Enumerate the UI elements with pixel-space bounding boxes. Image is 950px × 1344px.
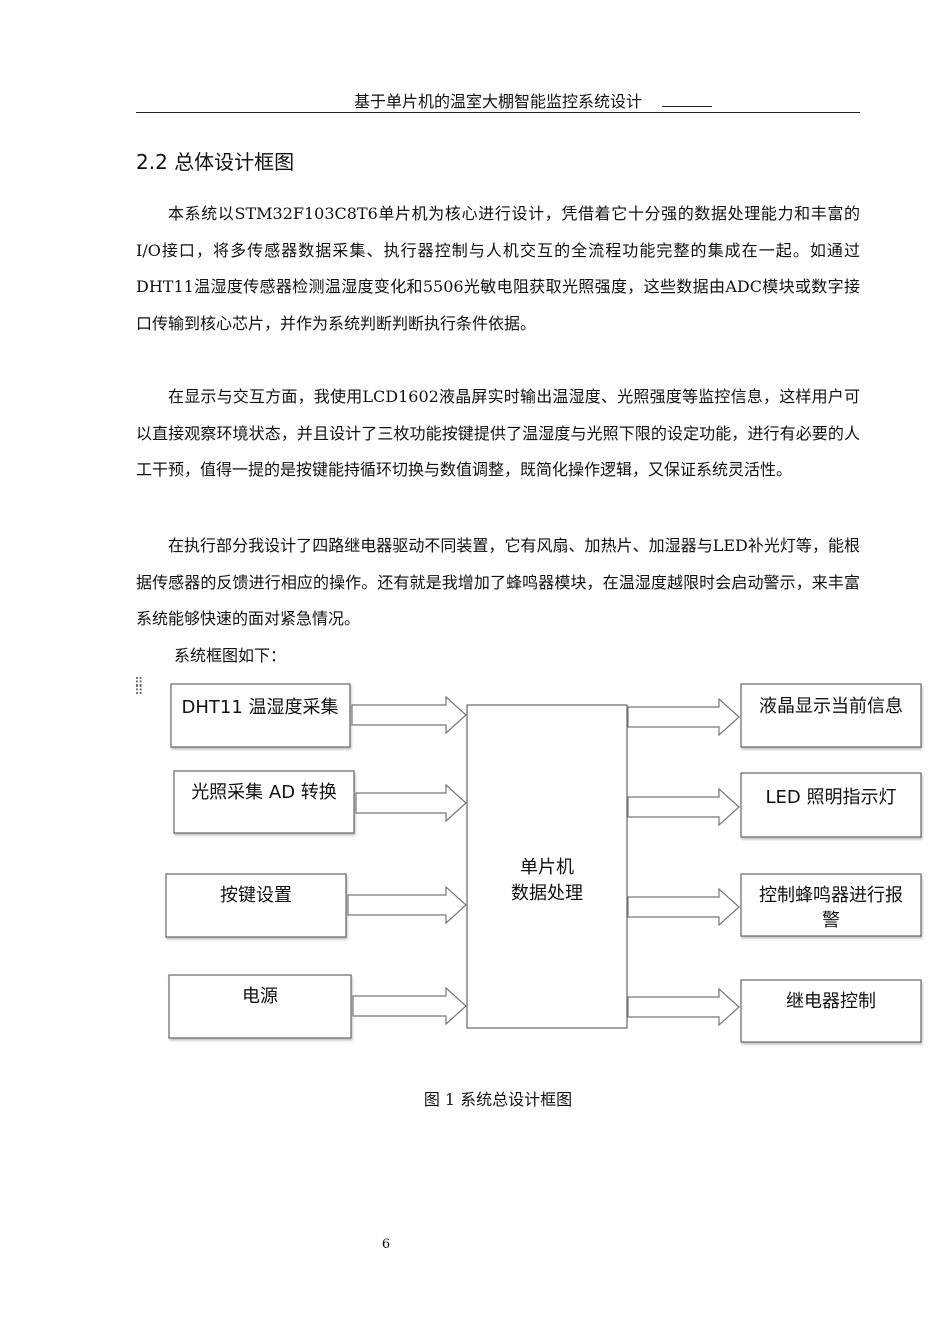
input-block-dht11: DHT11 温湿度采集 — [170, 683, 351, 748]
output-block-buzzer: 控制蜂鸣器进行报 警 — [740, 873, 922, 937]
output-block-relay: 继电器控制 — [740, 979, 922, 1043]
mcu-block: 单片机 数据处理 — [466, 704, 628, 1029]
drag-handle-icon[interactable]: ⠿⠿ — [134, 676, 145, 699]
section-title: 2.2 总体设计框图 — [136, 150, 295, 174]
input-label-light: 光照采集 AD 转换 — [191, 782, 337, 803]
output-arrow-3 — [627, 887, 740, 927]
output-label-buzzer-line2: 警 — [822, 910, 840, 931]
input-arrow-1 — [351, 695, 467, 735]
input-block-power: 电源 — [168, 974, 352, 1039]
figure-caption: 图 1 系统总设计框图 — [423, 1090, 573, 1109]
output-arrow-2 — [627, 787, 740, 827]
output-block-lcd: 液晶显示当前信息 — [740, 683, 922, 748]
mcu-label-line2: 数据处理 — [511, 883, 583, 904]
input-arrows — [347, 695, 467, 1026]
mcu-label-line1: 单片机 — [520, 857, 574, 878]
output-label-led: LED 照明指示灯 — [766, 787, 897, 808]
output-arrows — [627, 697, 740, 1027]
output-arrow-4 — [627, 987, 740, 1027]
input-label-dht11: DHT11 温湿度采集 — [181, 697, 338, 718]
output-block-led: LED 照明指示灯 — [740, 772, 922, 838]
paragraph-3: 在执行部分我设计了四路继电器驱动不同装置，它有风扇、加热片、加湿器与LED补光灯… — [136, 536, 860, 629]
input-arrow-4 — [352, 986, 467, 1026]
header-underline — [662, 106, 712, 107]
diagram-intro: 系统框图如下： — [174, 646, 287, 665]
header-rule — [136, 112, 860, 113]
input-arrow-3 — [347, 885, 467, 925]
input-arrow-2 — [355, 783, 467, 823]
input-label-keys: 按键设置 — [220, 885, 292, 906]
running-header: 基于单片机的温室大棚智能监控系统设计 — [353, 92, 642, 111]
page-number: 6 — [381, 1237, 391, 1252]
output-label-lcd: 液晶显示当前信息 — [759, 696, 903, 717]
input-label-power: 电源 — [242, 986, 278, 1007]
input-block-light: 光照采集 AD 转换 — [173, 770, 355, 834]
input-block-keys: 按键设置 — [165, 873, 347, 938]
output-label-relay: 继电器控制 — [786, 991, 876, 1012]
output-label-buzzer-line1: 控制蜂鸣器进行报 — [759, 885, 903, 906]
output-arrow-1 — [627, 697, 740, 737]
paragraph-1: 本系统以STM32F103C8T6单片机为核心进行设计，凭借着它十分强的数据处理… — [136, 204, 860, 333]
paragraph-2: 在显示与交互方面，我使用LCD1602液晶屏实时输出温湿度、光照强度等监控信息，… — [136, 387, 860, 480]
